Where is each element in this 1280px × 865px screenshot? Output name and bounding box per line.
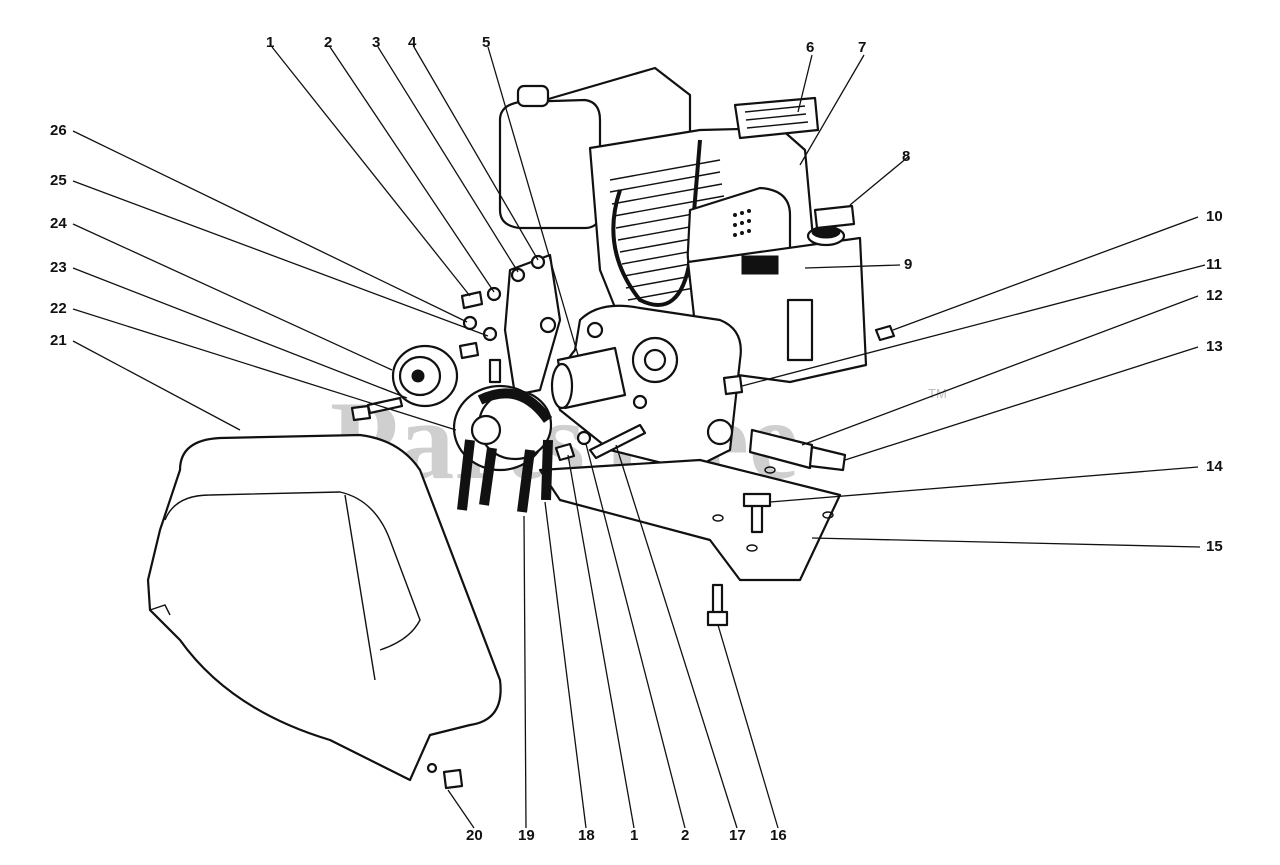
callout-21: 21 xyxy=(50,332,67,349)
callout-16: 16 xyxy=(770,827,787,844)
callout-14: 14 xyxy=(1206,458,1223,475)
idler-bracket-assembly xyxy=(350,253,562,422)
callout-9: 9 xyxy=(904,256,912,273)
callout-11: 11 xyxy=(1206,256,1222,273)
callout-23: 23 xyxy=(50,259,67,276)
callout-26: 26 xyxy=(50,122,67,139)
callout-6: 6 xyxy=(806,39,814,56)
belt-guard xyxy=(146,433,502,790)
callout-19: 19 xyxy=(518,827,535,844)
callout-4: 4 xyxy=(408,34,417,51)
callout-15: 15 xyxy=(1206,538,1223,555)
callout-3: 3 xyxy=(372,34,380,51)
callout-2-bottom: 2 xyxy=(681,827,689,844)
callout-7: 7 xyxy=(858,39,866,56)
callout-5: 5 xyxy=(482,34,490,51)
pulley-and-belts xyxy=(452,384,592,513)
callout-25: 25 xyxy=(50,172,67,189)
callout-22: 22 xyxy=(50,300,67,317)
callout-18: 18 xyxy=(578,827,595,844)
callout-8: 8 xyxy=(902,148,910,165)
callout-24: 24 xyxy=(50,215,67,232)
callout-2-top: 2 xyxy=(324,34,332,51)
callout-1-top: 1 xyxy=(266,34,274,51)
engine-assembly xyxy=(498,66,896,627)
callout-12: 12 xyxy=(1206,287,1223,304)
callout-20: 20 xyxy=(466,827,483,844)
callout-13: 13 xyxy=(1206,338,1223,355)
callout-labels: 1 2 3 4 5 6 7 8 9 10 11 12 13 14 15 26 2… xyxy=(50,34,1223,844)
leader-lines xyxy=(72,46,1206,829)
callout-17: 17 xyxy=(729,827,746,844)
callout-1-bottom: 1 xyxy=(630,827,638,844)
callout-10: 10 xyxy=(1206,208,1223,225)
